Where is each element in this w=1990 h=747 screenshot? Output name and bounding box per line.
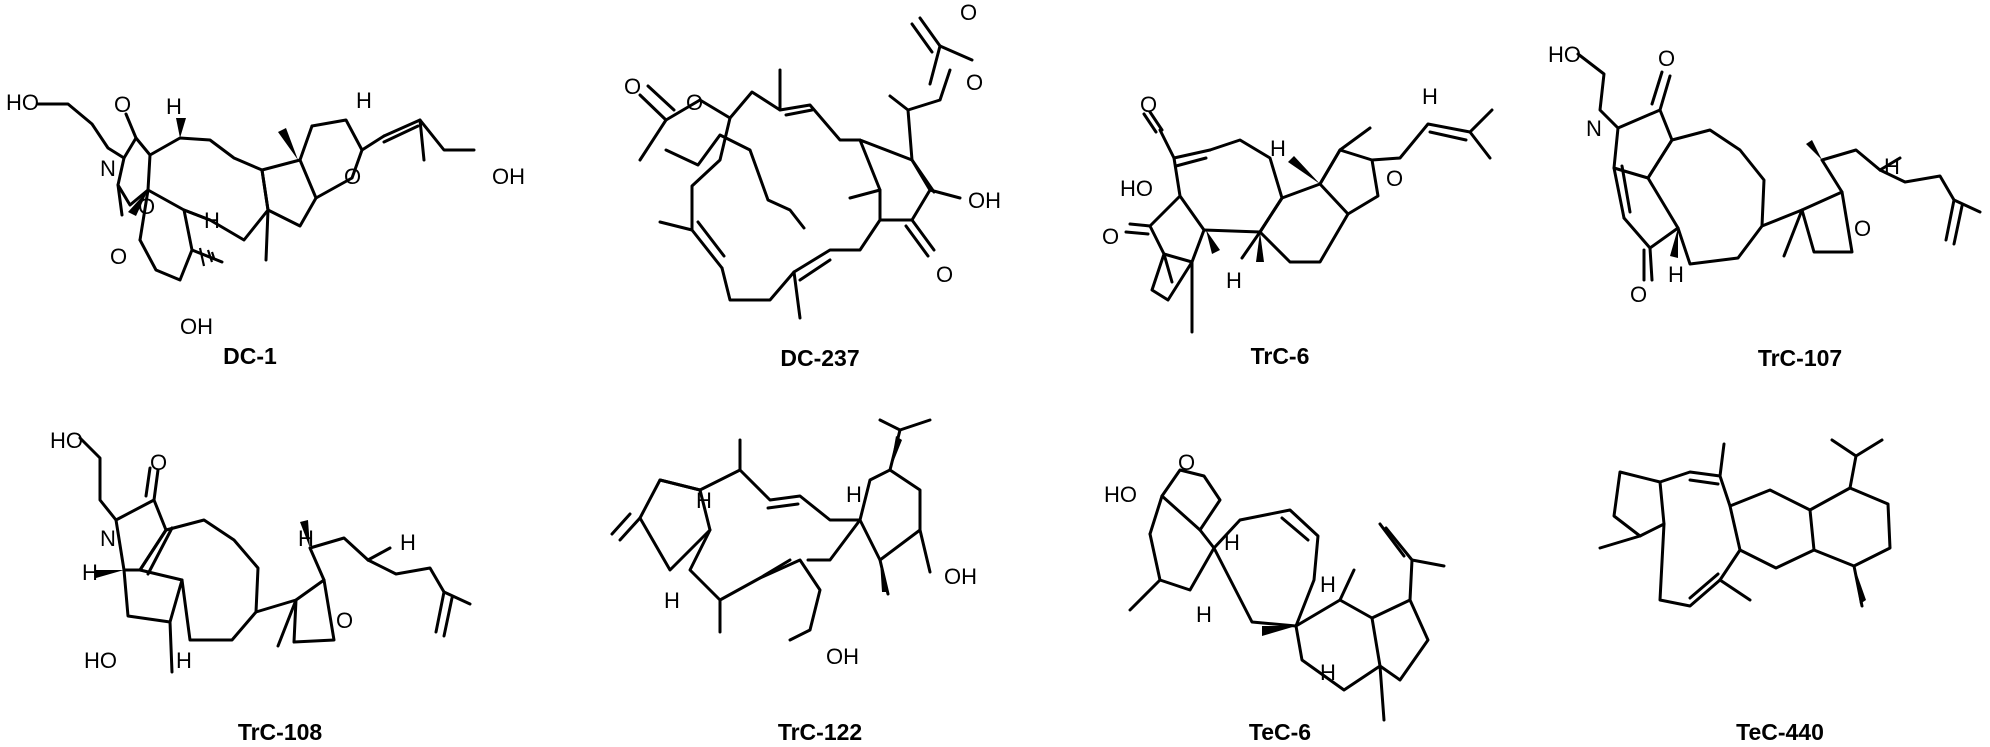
structure-dc-237: O O O O OH O DC-237: [624, 0, 1001, 371]
atom-label: H: [846, 482, 862, 507]
atom-label: O: [1854, 216, 1871, 241]
atom-label: OH: [180, 314, 213, 339]
atom-label: N: [100, 156, 116, 181]
atom-label: H: [82, 560, 98, 585]
atom-label: H: [166, 94, 182, 119]
atom-label: O: [1178, 450, 1195, 475]
compound-label-dc-1: DC-1: [223, 343, 277, 369]
compound-label-tec-440: TeC-440: [1736, 719, 1824, 745]
atom-label: O: [344, 164, 361, 189]
atom-label: H: [696, 488, 712, 513]
atom-label: O: [150, 450, 167, 475]
atom-label: H: [1422, 84, 1438, 109]
atom-label: H: [1270, 136, 1286, 161]
atom-label: N: [1586, 116, 1602, 141]
structure-trc-122: H H H OH OH TrC-122: [610, 418, 977, 745]
atom-label: H: [1884, 154, 1900, 179]
atom-label: O: [1630, 282, 1647, 307]
compound-label-dc-237: DC-237: [780, 345, 859, 371]
atom-label: H: [1196, 602, 1212, 627]
atom-label: O: [138, 194, 155, 219]
structure-trc-108: HO O N H HO H H H O TrC-108: [50, 428, 472, 745]
atom-label: O: [1102, 224, 1119, 249]
atom-label: OH: [826, 644, 859, 669]
structure-tec-6: HO O H H H H TeC-6: [1104, 450, 1446, 745]
atom-label: HO: [50, 428, 83, 453]
structure-tec-440: TeC-440: [1598, 438, 1892, 745]
atom-label: O: [1386, 166, 1403, 191]
atom-label: O: [960, 0, 977, 25]
atom-label: OH: [492, 164, 525, 189]
compound-label-tec-6: TeC-6: [1249, 719, 1311, 745]
atom-label: HO: [6, 90, 39, 115]
structure-trc-107: HO N O O H H O TrC-107: [1548, 42, 1982, 371]
atom-label: OH: [968, 188, 1001, 213]
atom-label: HO: [1548, 42, 1581, 67]
atom-label: O: [966, 70, 983, 95]
atom-label: H: [400, 530, 416, 555]
atom-label: H: [204, 208, 220, 233]
atom-label: N: [100, 526, 116, 551]
atom-label: O: [1140, 92, 1157, 117]
compound-label-trc-107: TrC-107: [1758, 345, 1842, 371]
structure-trc-6: O HO O H H O H TrC-6: [1102, 84, 1494, 369]
atom-label: O: [686, 90, 703, 115]
atom-label: H: [1226, 268, 1242, 293]
atom-label: HO: [1104, 482, 1137, 507]
compound-label-trc-108: TrC-108: [238, 719, 323, 745]
atom-label: H: [664, 588, 680, 613]
atom-label: O: [936, 262, 953, 287]
atom-label: O: [110, 244, 127, 269]
atom-label: OH: [944, 564, 977, 589]
compound-label-trc-122: TrC-122: [778, 719, 862, 745]
atom-label: H: [176, 648, 192, 673]
atom-label: H: [298, 526, 314, 551]
atom-label: H: [1320, 572, 1336, 597]
compound-label-trc-6: TrC-6: [1251, 343, 1310, 369]
atom-label: HO: [1120, 176, 1153, 201]
atom-label: HO: [84, 648, 117, 673]
atom-label: H: [1320, 660, 1336, 685]
structure-dc-1: HO O O N O H H O H OH OH DC-1: [6, 88, 525, 369]
atom-label: H: [356, 88, 372, 113]
atom-label: H: [1224, 530, 1240, 555]
atom-label: O: [1658, 46, 1675, 71]
atom-label: O: [114, 92, 131, 117]
atom-label: O: [624, 74, 641, 99]
atom-label: H: [1668, 262, 1684, 287]
atom-label: O: [336, 608, 353, 633]
